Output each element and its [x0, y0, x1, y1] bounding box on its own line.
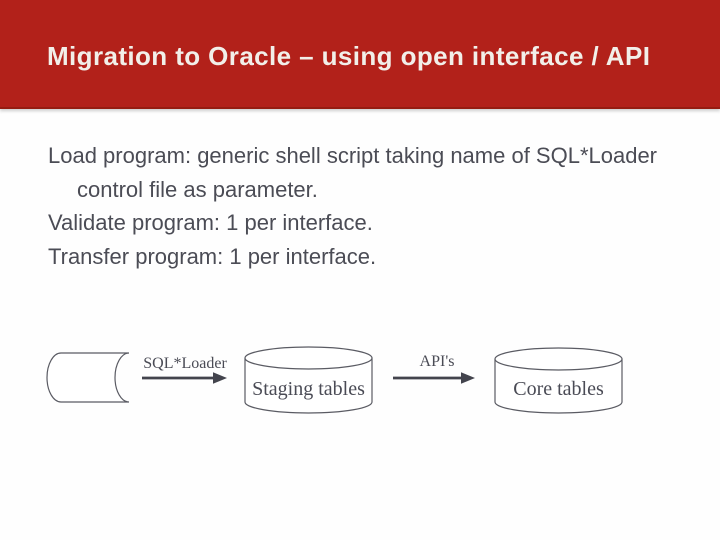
staging-cylinder-top-icon — [244, 346, 373, 370]
slide-body: Load program: generic shell script takin… — [48, 139, 718, 273]
body-line-4: Transfer program: 1 per interface. — [48, 243, 377, 269]
arrow2-head-icon — [461, 372, 475, 384]
diagram-canvas: SQL*Loader Staging tables API's Core tab… — [46, 346, 623, 414]
arrow1-label: SQL*Loader — [143, 355, 227, 372]
body-line-3: Validate program: 1 per interface. — [48, 210, 373, 235]
core-cylinder-body-icon — [494, 359, 623, 414]
body-line-1: Load program: generic shell script takin… — [48, 143, 658, 168]
arrow2-label: API's — [420, 353, 455, 370]
staging-cylinder-body-icon — [244, 358, 373, 414]
flat-file-shape-icon — [46, 352, 130, 403]
migration-flow-diagram: SQL*Loader Staging tables API's Core tab… — [0, 335, 720, 455]
slide-title-bar: Migration to Oracle – using open interfa… — [0, 0, 720, 109]
slide-title: Migration to Oracle – using open interfa… — [47, 41, 651, 71]
core-tables-label: Core tables — [513, 378, 604, 400]
body-line-2: control file as parameter. — [77, 176, 318, 202]
core-cylinder-top-icon — [494, 347, 623, 371]
staging-tables-label: Staging tables — [252, 378, 365, 400]
arrow1-head-icon — [213, 372, 227, 384]
